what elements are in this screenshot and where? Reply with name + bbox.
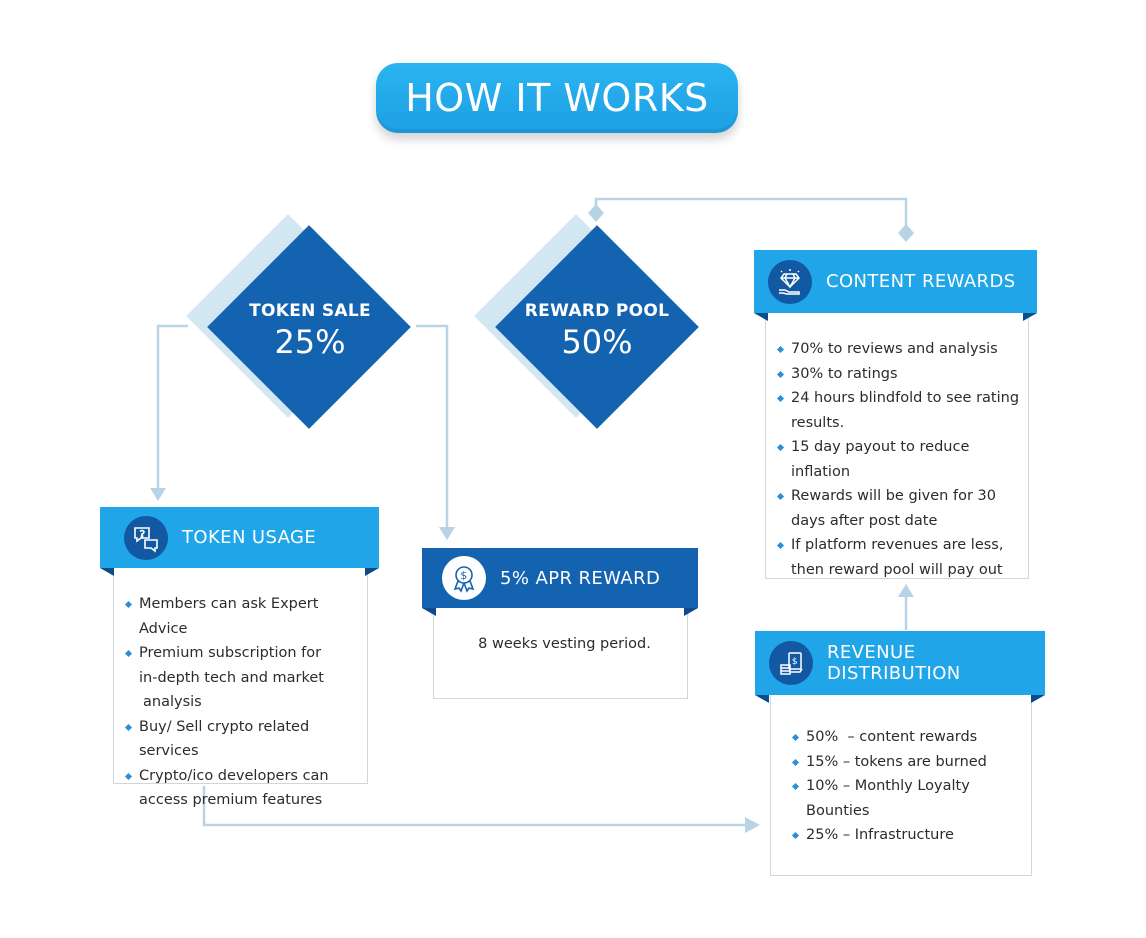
list-item: 15% – tokens are burned [792,750,1031,775]
arrow-down-usage [150,488,166,501]
reward-pool-text: REWARD POOL 50% [487,301,707,361]
svg-text:$: $ [460,569,467,582]
list-item: 15 day payout to reduce inflation [777,435,1028,484]
arrow-up-content [898,584,914,597]
list-item: 30% to ratings [777,362,1028,387]
list-item-continuation: then reward pool will pay out [791,561,1003,578]
content-rewards-fold-left [754,313,768,321]
content-rewards-fold-right [1023,313,1037,321]
apr-reward-box: 8 weeks vesting period. [433,606,688,699]
connector-pool-to-content [594,197,908,233]
token-sale-text: TOKEN SALE 25% [200,301,420,361]
connector-sale-to-usage [156,324,188,490]
token-sale-value: 25% [274,323,346,361]
reward-pool-label: REWARD POOL [524,301,670,321]
apr-reward-title: 5% APR REWARD [500,567,661,589]
money-stack-icon: $ [769,641,813,685]
list-item-continuation: access premium features [139,792,323,808]
token-usage-title: TOKEN USAGE [182,527,317,548]
list-item: 70% to reviews and analysis [777,337,1028,362]
list-item: 24 hours blindfold to see rating [777,386,1028,411]
token-sale-label: TOKEN SALE [249,301,371,321]
list-item: Buy/ Sell crypto related services [125,715,367,764]
revenue-distribution-fold-left [755,695,769,703]
list-item-continuation: in-depth tech and market [139,669,324,686]
list-item-continuation: days after post date [791,512,938,529]
node-diamond-content [898,224,914,242]
arrow-right-revenue [745,817,760,833]
dollar-badge-icon: $ [442,556,486,600]
token-usage-fold-right [365,568,379,576]
node-diamond-pool [588,204,604,222]
reward-pool-value: 50% [561,323,633,361]
connector-sale-to-apr [416,324,449,530]
list-item: If platform revenues are less, [777,533,1028,558]
svg-text:$: $ [792,657,798,667]
list-item: Rewards will be given for 30 [777,484,1028,509]
arrow-down-apr [439,527,455,540]
content-rewards-header: CONTENT REWARDS [754,250,1037,313]
page-title-text: HOW IT WORKS [405,76,709,120]
revenue-distribution-list: 50% – content rewards 15% – tokens are b… [771,694,1031,848]
connector-usage-to-revenue [202,786,748,827]
list-item: Members can ask Expert Advice [125,592,367,641]
token-usage-list: Members can ask Expert Advice Premium su… [114,567,367,813]
content-rewards-list: 70% to reviews and analysis 30% to ratin… [766,312,1028,582]
content-rewards-title: CONTENT REWARDS [826,271,1016,292]
token-usage-fold-left [100,568,114,576]
apr-reward-fold-right [684,608,698,616]
content-rewards-box: 70% to reviews and analysis 30% to ratin… [765,311,1029,579]
apr-reward-header: $ 5% APR REWARD [422,548,698,608]
chat-question-icon [124,515,168,560]
list-item-continuation: results. [791,414,845,431]
revenue-distribution-fold-right [1031,695,1045,703]
list-item: 50% – content rewards [792,725,1031,750]
list-item: Premium subscription for [125,641,367,666]
diamond-hand-icon [768,259,812,304]
list-item: 25% – Infrastructure [792,823,1031,848]
page-title: HOW IT WORKS [376,63,738,133]
apr-reward-text: 8 weeks vesting period. [478,636,651,652]
revenue-distribution-box: 50% – content rewards 15% – tokens are b… [770,693,1032,876]
revenue-distribution-header: $ REVENUE DISTRIBUTION [755,631,1045,695]
list-item: Crypto/ico developers can [125,764,367,789]
list-item-continuation: analysis [143,694,202,710]
revenue-distribution-title: REVENUE DISTRIBUTION [827,642,961,684]
apr-reward-fold-left [422,608,436,616]
token-usage-box: Members can ask Expert Advice Premium su… [113,566,368,808]
token-usage-header: TOKEN USAGE [100,507,379,568]
list-item: 10% – Monthly Loyalty Bounties [792,774,1031,823]
